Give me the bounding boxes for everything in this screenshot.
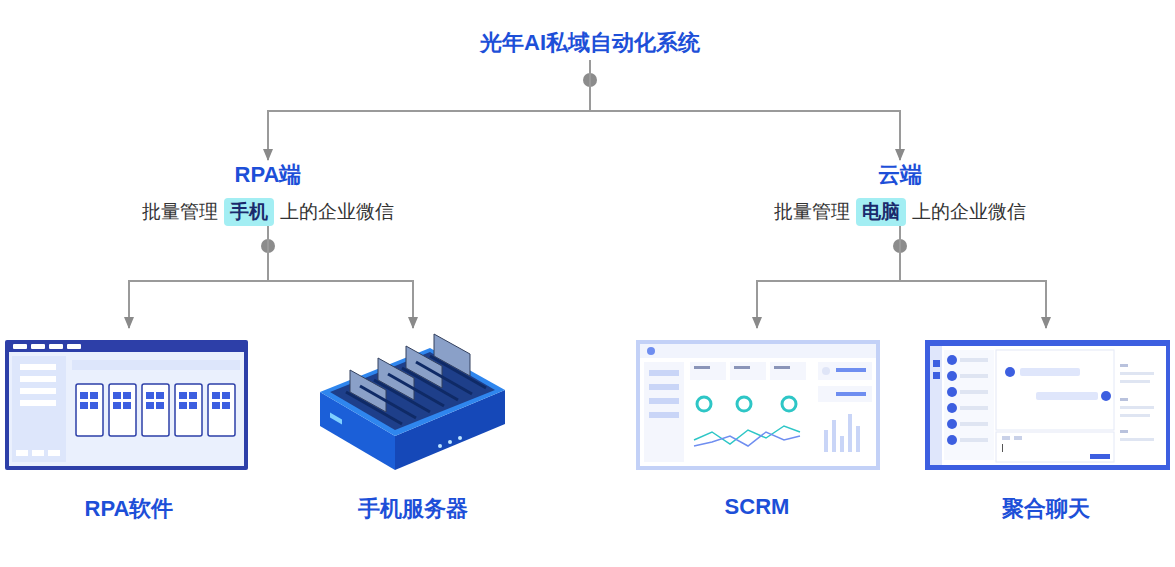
diagram-title: 光年AI私域自动化系统 [476, 26, 704, 60]
phone-tile [123, 392, 131, 399]
product-node: RPA软件 [4, 328, 254, 528]
phone-tile [146, 402, 154, 409]
scrm-picture [636, 340, 880, 470]
phone-tile [222, 402, 230, 409]
highlight-chip: 电脑 [856, 198, 906, 226]
contact-bar [960, 406, 988, 410]
highlight-chip: 手机 [224, 198, 274, 226]
phone-frame [142, 384, 169, 436]
contact-bar [960, 390, 988, 394]
phone-tile [189, 392, 197, 399]
phone-tile [179, 402, 187, 409]
chat-picture [925, 340, 1170, 470]
branch-node: 云端批量管理电脑上的企业微信 [771, 160, 1029, 226]
tree-connector [268, 60, 590, 160]
tree-connector [268, 226, 413, 328]
product-node: 手机服务器 [288, 328, 538, 528]
phone-frame [208, 384, 235, 436]
contact-avatar [947, 403, 957, 413]
phone-tile [189, 402, 197, 409]
phone-tile [146, 392, 154, 399]
phone-tile [113, 392, 121, 399]
server-card-slots [346, 334, 486, 424]
description-text: 批量管理 [774, 199, 850, 225]
contact-bar [960, 422, 988, 426]
phone-card [434, 334, 470, 376]
phone-frame [76, 384, 103, 436]
phone-tile [222, 392, 230, 399]
phone-mockups [76, 384, 235, 436]
phone-frame [109, 384, 136, 436]
phone-tile [80, 392, 88, 399]
branch-description: 批量管理手机上的企业微信 [139, 198, 397, 226]
description-text: 批量管理 [142, 199, 218, 225]
description-text: 上的企业微信 [912, 199, 1026, 225]
contact-bar [960, 358, 988, 362]
tree-connector [129, 226, 268, 328]
branch-description: 批量管理电脑上的企业微信 [771, 198, 1029, 226]
phone-tile [113, 402, 121, 409]
phone-tile [156, 392, 164, 399]
product-label: SCRM [632, 494, 882, 520]
phone-tile [123, 402, 131, 409]
phone-tile [156, 402, 164, 409]
rpa-software-picture [5, 340, 248, 470]
tree-connector [900, 226, 1046, 328]
contact-avatar [947, 355, 957, 365]
branch-heading: 云端 [771, 160, 1029, 190]
phone-tile [212, 402, 220, 409]
root-node: 光年AI私域自动化系统 [476, 26, 704, 60]
product-label: 手机服务器 [288, 494, 538, 524]
branch-node: RPA端批量管理手机上的企业微信 [139, 160, 397, 226]
contact-avatar [947, 419, 957, 429]
phone-tile [90, 402, 98, 409]
contact-bar [960, 438, 988, 442]
product-node: 聚合聊天 [921, 328, 1171, 528]
product-node: SCRM [632, 328, 882, 528]
chat-contact-list [947, 355, 988, 445]
tree-connector [590, 60, 900, 160]
description-text: 上的企业微信 [280, 199, 394, 225]
tree-connector [757, 226, 900, 328]
phone-frame [175, 384, 202, 436]
contact-avatar [947, 371, 957, 381]
product-label: RPA软件 [4, 494, 254, 524]
contact-bar [960, 374, 988, 378]
phone-tile [179, 392, 187, 399]
phone-tile [80, 402, 88, 409]
phone-tile [90, 392, 98, 399]
contact-avatar [947, 387, 957, 397]
phone-tile [212, 392, 220, 399]
branch-heading: RPA端 [139, 160, 397, 190]
contact-avatar [947, 435, 957, 445]
product-label: 聚合聊天 [921, 494, 1171, 524]
